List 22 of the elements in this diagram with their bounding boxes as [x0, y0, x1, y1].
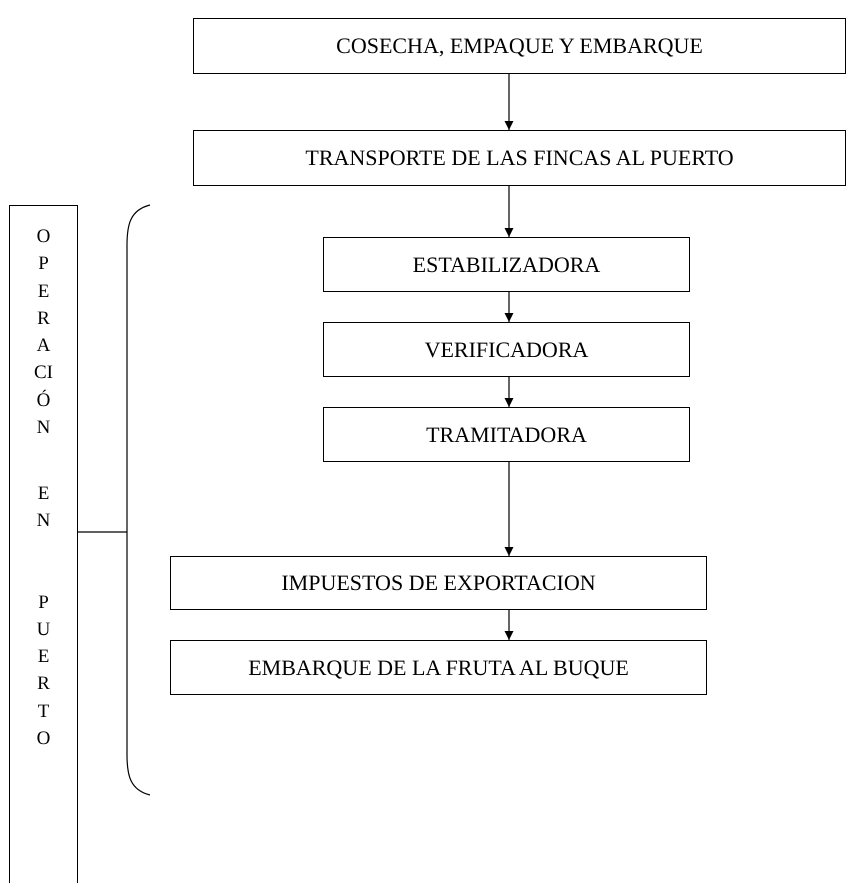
arrow: [504, 74, 514, 130]
process-box: [193, 18, 846, 74]
box-label: VERIFICADORA: [424, 336, 588, 362]
box-label: ESTABILIZADORA: [412, 252, 600, 278]
arrow: [504, 377, 514, 407]
process-box: [193, 130, 846, 186]
box-label: TRAMITADORA: [426, 422, 587, 448]
arrow: [504, 610, 514, 640]
process-box: [323, 237, 690, 292]
box-label: COSECHA, EMPAQUE Y EMBARQUE: [336, 33, 703, 59]
side-label-box: [9, 205, 78, 883]
arrow: [504, 292, 514, 322]
box-label: IMPUESTOS DE EXPORTACION: [281, 570, 596, 596]
box-label: OPERACIÓN EN PUERTO: [34, 225, 53, 752]
process-box: [323, 407, 690, 462]
box-label: EMBARQUE DE LA FRUTA AL BUQUE: [248, 654, 629, 680]
process-box: [170, 640, 707, 695]
process-box: [323, 322, 690, 377]
process-box: [170, 556, 707, 610]
arrow: [504, 462, 514, 556]
arrow: [504, 186, 514, 237]
box-label: TRANSPORTE DE LAS FINCAS AL PUERTO: [305, 145, 734, 171]
